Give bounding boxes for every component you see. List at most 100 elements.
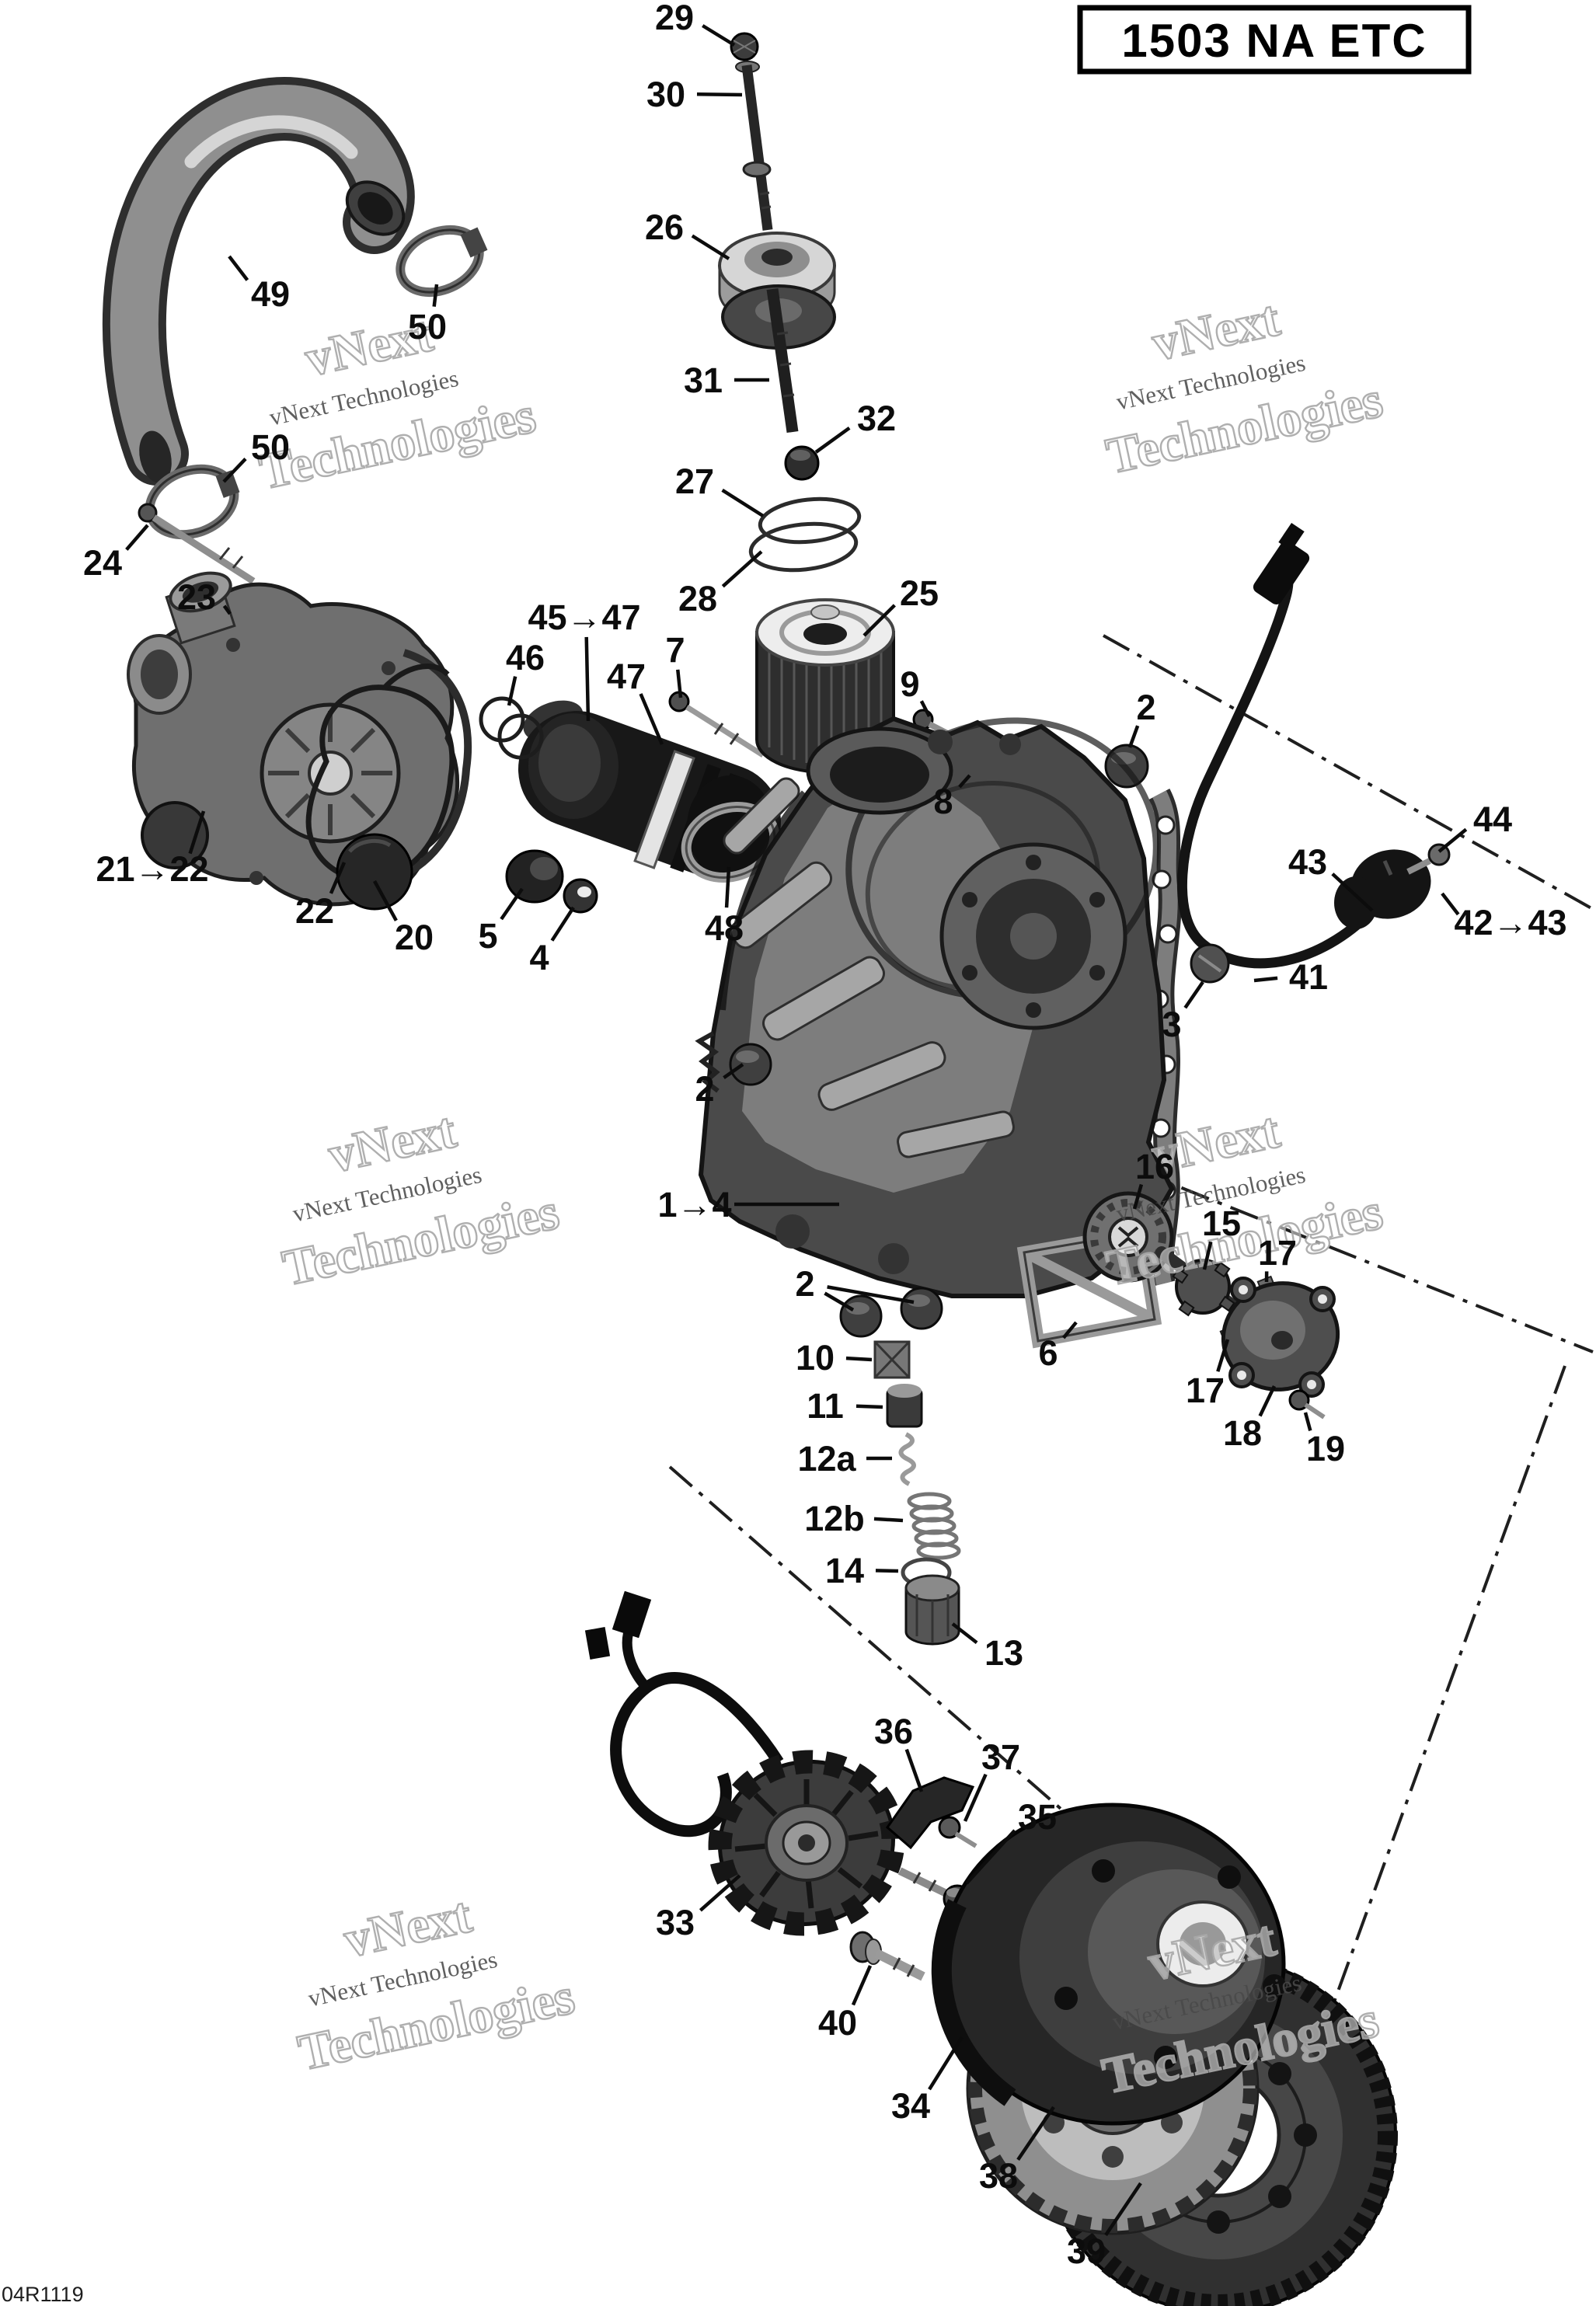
part-36-bracket [885,1776,975,1850]
callout-label: 1→4 [657,1185,731,1224]
leader-line [1132,1183,1144,1210]
callout-label: 24 [83,543,122,583]
leader-line [222,458,247,483]
part-7-bolt [668,691,765,758]
leader-line [721,550,763,588]
callout-label: 45→47 [528,597,640,637]
part-3-plug [1190,943,1230,984]
callout-label: 2 [695,1069,714,1109]
part-11-piston [886,1384,923,1428]
leader-line [1202,1241,1213,1270]
part-12b-spring [907,1492,961,1560]
callout-label: 6 [1038,1333,1058,1373]
callout-label: 28 [678,579,717,618]
callout-label: 34 [891,2086,930,2126]
callout-label: 38 [979,2156,1018,2196]
callout-label: 31 [684,361,723,400]
part-4-seal [563,878,598,914]
leader-line [723,1063,744,1079]
part-42-43-wire [1176,522,1371,969]
leader-line [855,1404,883,1409]
part-49-hose [102,77,415,486]
leader-line [851,1965,873,2006]
part-5-boot [505,849,564,904]
callout-label: 2 [1136,688,1155,727]
part-19-screw [1288,1389,1326,1419]
leader-line [432,284,439,307]
callout-label: 47 [607,657,646,696]
callout-label: 32 [857,399,896,438]
part-16-rotor [1082,1191,1174,1283]
leader-line [845,1356,873,1362]
callout-label: 21→22 [96,849,208,889]
callout-label: 17 [1186,1371,1225,1410]
part-31-stud [766,287,799,434]
leader-line [721,488,765,517]
leader-line [963,1773,988,1822]
doc-code: 04R1119 [2,2283,84,2306]
part-32-nut [784,445,820,481]
callout-label: 50 [408,307,447,347]
leader-line [875,1569,899,1573]
callout-label: 2 [795,1264,814,1304]
leader-line [1016,2106,1055,2161]
callout-label: 22 [295,891,334,931]
callout-label: 37 [981,1737,1020,1777]
callout-label: 33 [656,1903,695,1942]
leader-line [1183,981,1204,1009]
leader-line [550,906,575,942]
callout-label: 50 [251,427,290,467]
part-29-30-bolt [730,32,773,231]
callout-label: 26 [645,207,684,247]
callout-label: 15 [1202,1204,1241,1243]
part-27-28-orings [748,496,862,573]
title-text: 1503 NA ETC [1121,15,1427,67]
engine-illustration [102,32,1594,2306]
leader-line [951,1622,978,1645]
callout-label: 29 [655,0,694,37]
part-34-flywheel [931,1803,1286,2126]
leader-line [125,524,149,551]
callout-label: 42→43 [1454,903,1566,942]
callout-label: 7 [665,630,685,670]
part-21-22-water-pump [127,571,472,907]
part-13-plug [904,1574,960,1646]
leader-line [1303,1412,1312,1431]
callout-label: 13 [984,1633,1023,1673]
part-22-gasket [305,663,455,882]
leader-line [1258,1385,1277,1417]
callout-label: 16 [1135,1147,1174,1186]
leader-line [814,426,851,454]
callout-label: 23 [177,577,216,617]
part-40-bolt [849,1931,925,1981]
part-18-pump-cover [1221,1277,1340,1398]
callout-label: 17 [1258,1233,1297,1273]
part-24-bolt [138,503,256,584]
leader-line [691,234,730,260]
callout-label: 44 [1473,799,1512,839]
part-46-orings [479,696,544,760]
leader-line [1061,1321,1078,1339]
leader-line [500,887,524,921]
callout-label: 9 [900,664,919,704]
callout-label: 12b [804,1499,865,1538]
part-41-gasket [1148,789,1182,1287]
leader-line [222,604,232,615]
leader-line [904,1748,924,1792]
part-50-clamp-upper [396,225,488,298]
leader-line [827,1285,915,1305]
callout-label: 35 [1018,1797,1057,1837]
callout-label: 12a [797,1439,856,1479]
leader-line [1216,1339,1230,1372]
part-37-screw [938,1816,977,1848]
callout-label: 41 [1289,957,1328,997]
leader-line [188,810,206,855]
part-12a-spring [898,1432,916,1486]
part-33-stator [584,1590,905,1936]
